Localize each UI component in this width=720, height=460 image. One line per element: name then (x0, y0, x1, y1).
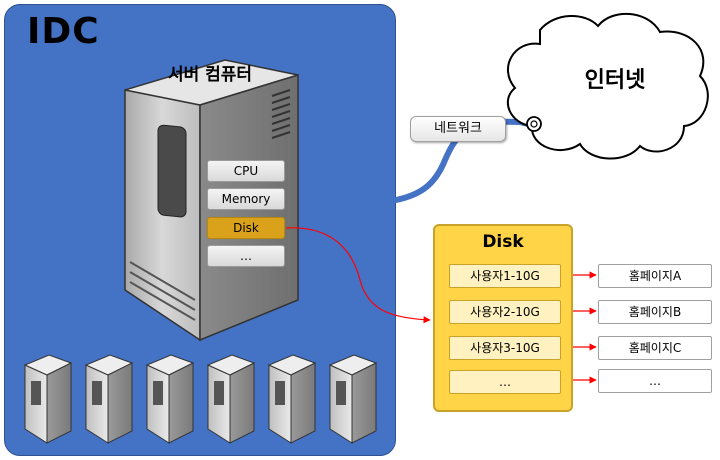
network-label: 네트워크 (410, 116, 506, 142)
idc-title: IDC (27, 11, 100, 52)
server-more-slot: … (207, 245, 285, 267)
disk-panel-title: Disk (482, 232, 524, 252)
small-server-icon (267, 354, 317, 444)
disk-user-2: 사용자2-10G (449, 300, 561, 324)
server-disk-slot: Disk (207, 217, 285, 239)
server-cpu-slot: CPU (207, 160, 285, 182)
server-memory-slot: Memory (207, 188, 285, 210)
disk-panel: Disk 사용자1-10G 사용자2-10G 사용자3-10G … (433, 224, 573, 412)
internet-cloud-icon (506, 12, 709, 160)
homepage-more: … (598, 369, 712, 393)
internet-label: 인터넷 (584, 68, 646, 93)
homepage-b: 홈페이지B (598, 300, 712, 324)
disk-link-arrow (285, 227, 431, 324)
homepage-a: 홈페이지A (598, 264, 712, 288)
small-server-icon (206, 354, 256, 444)
disk-user-3: 사용자3-10G (449, 336, 561, 360)
small-servers-row (23, 354, 378, 444)
disk-user-1: 사용자1-10G (449, 264, 561, 288)
small-server-icon (328, 354, 378, 444)
homepage-c: 홈페이지C (598, 336, 712, 360)
small-server-icon (23, 354, 73, 444)
disk-user-more: … (449, 370, 561, 394)
server-title: 서버 컴퓨터 (167, 65, 253, 85)
small-server-icon (145, 354, 195, 444)
small-server-icon (84, 354, 134, 444)
